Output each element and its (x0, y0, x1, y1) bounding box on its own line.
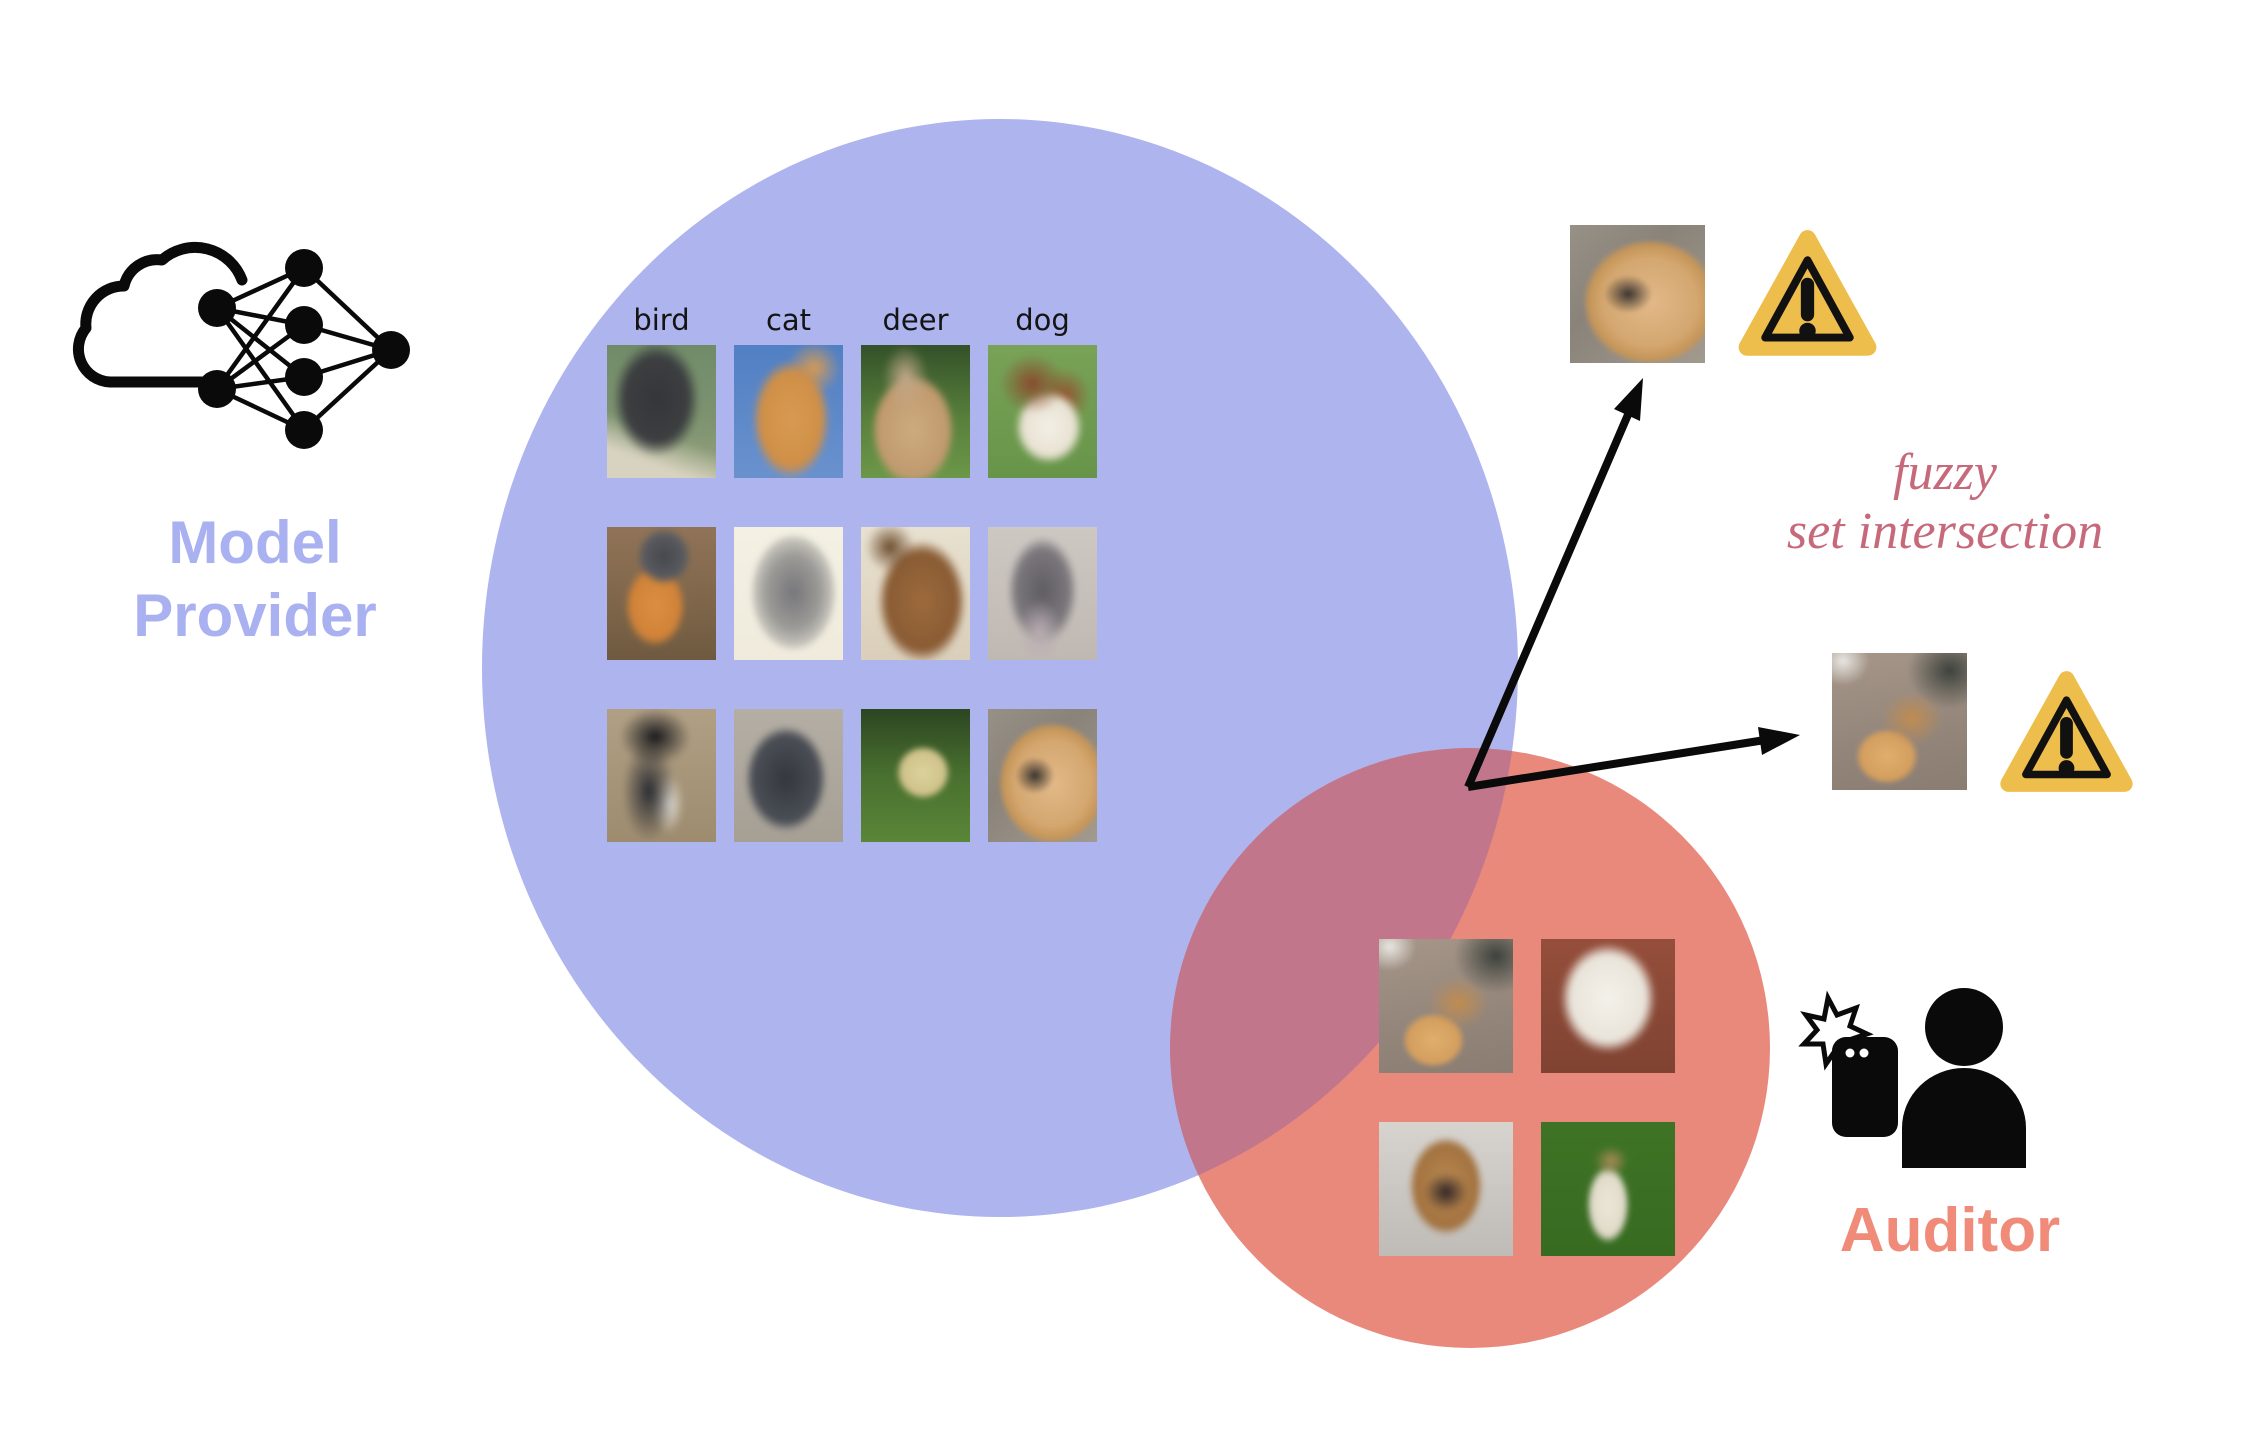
auditor-image-dog-white (1541, 939, 1675, 1073)
person-taking-selfie-icon (1798, 988, 2026, 1168)
provider-image-dog-3 (988, 709, 1097, 842)
caption-line2: set intersection (1786, 503, 2104, 560)
provider-image-dog-1 (988, 345, 1097, 478)
model-provider-label-line1: Model (168, 509, 342, 576)
auditor-image-grid (1379, 939, 1675, 1256)
class-label-bird: bird (633, 303, 690, 337)
provider-image-dog-2 (988, 527, 1097, 660)
provider-image-bird-2 (607, 527, 716, 660)
auditor-image-dog-grass (1541, 1122, 1675, 1256)
warning-triangle-icon (2000, 671, 2133, 792)
class-label-cat: cat (765, 303, 812, 337)
cloud-neural-network-icon (72, 241, 410, 449)
provider-image-bird-1 (607, 345, 716, 478)
fuzzy-set-intersection-caption: fuzzy set intersection (1660, 443, 2230, 561)
class-label-dog: dog (1015, 303, 1070, 337)
matched-image-1 (1570, 225, 1705, 363)
provider-image-deer-1 (861, 345, 970, 478)
network-edges (215, 265, 393, 433)
network-nodes (198, 249, 410, 449)
model-provider-label: Model Provider (30, 506, 480, 652)
provider-image-cat-3 (734, 709, 843, 842)
intersection-arrows (1464, 378, 1800, 791)
provider-image-deer-2 (861, 527, 970, 660)
arrowhead-match-1 (1614, 378, 1643, 421)
model-provider-label-line2: Provider (133, 582, 377, 649)
phone-camera-dot (1859, 1048, 1869, 1058)
auditor-image-dog-tile (1379, 1122, 1513, 1256)
phone (1832, 1037, 1898, 1137)
provider-image-grid (607, 345, 1097, 842)
class-label-row: bird cat deer dog (607, 300, 1097, 340)
class-label-deer: deer (882, 303, 949, 337)
provider-image-deer-3 (861, 709, 970, 842)
person-body (1902, 1068, 2026, 1168)
cloud-outline (72, 241, 248, 388)
arrowhead-match-2 (1758, 727, 1800, 755)
provider-image-bird-3 (607, 709, 716, 842)
arrow-to-match-1 (1464, 408, 1634, 789)
provider-image-cat-2 (734, 527, 843, 660)
warning-triangle-icon (1738, 230, 1877, 356)
matched-image-2 (1832, 653, 1967, 790)
auditor-image-dog-toy (1379, 939, 1513, 1073)
arrow-to-match-2 (1467, 736, 1766, 791)
caption-line1: fuzzy (1893, 444, 1997, 501)
phone-camera-dot (1845, 1048, 1855, 1058)
person-head (1925, 988, 2003, 1066)
auditor-label: Auditor (1839, 1196, 2061, 1265)
provider-image-cat-1 (734, 345, 843, 478)
